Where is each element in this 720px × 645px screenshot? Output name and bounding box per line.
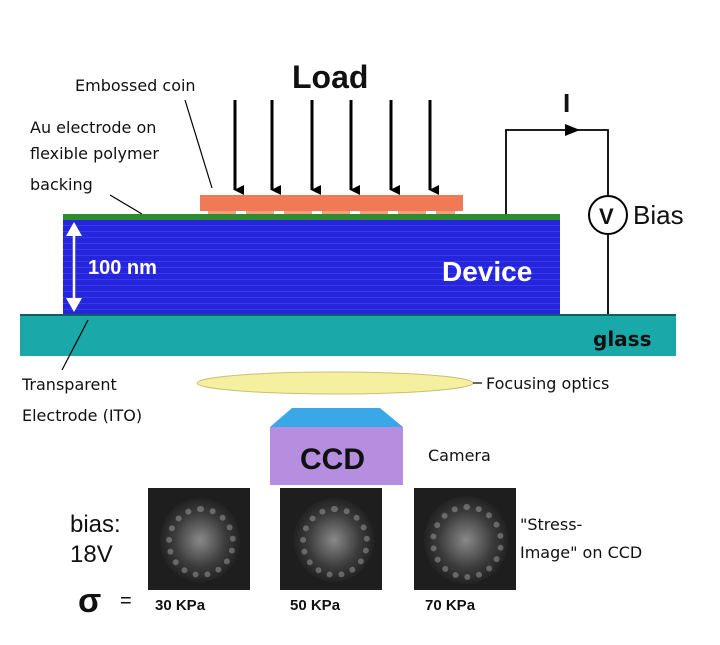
voltmeter-label: V bbox=[599, 204, 614, 229]
focusing-lens bbox=[196, 371, 474, 395]
au-electrode-label-line2: flexible polymer bbox=[30, 144, 159, 163]
pressure-label-3: 70 KPa bbox=[425, 597, 476, 614]
ccd-window bbox=[270, 408, 403, 427]
load-arrows bbox=[233, 100, 439, 195]
stress-image-30kpa bbox=[148, 488, 250, 590]
embossed-coin-label: Embossed coin bbox=[75, 76, 196, 95]
device-layer bbox=[63, 219, 560, 314]
ccd-label: CCD bbox=[300, 443, 365, 476]
bias-value-label-line2: 18V bbox=[70, 541, 113, 568]
thickness-label: 100 nm bbox=[88, 257, 157, 279]
focusing-optics-label: Focusing optics bbox=[486, 374, 609, 393]
stress-image-70kpa bbox=[414, 488, 516, 590]
ccd-sensor bbox=[270, 427, 403, 485]
pressure-label-2: 50 KPa bbox=[290, 597, 341, 614]
bias-value-label-line1: bias: bbox=[70, 511, 121, 538]
sigma-symbol: σ bbox=[78, 582, 101, 620]
stress-image-50kpa bbox=[280, 488, 382, 590]
current-arrow-icon bbox=[565, 124, 580, 136]
au-electrode-label-line1: Au electrode on bbox=[30, 118, 156, 137]
transparent-electrode-label-line2: Electrode (ITO) bbox=[22, 406, 142, 425]
glass-label: glass bbox=[593, 327, 651, 351]
glass-substrate bbox=[20, 314, 676, 356]
bias-label: Bias bbox=[633, 200, 684, 230]
transparent-electrode-pointer bbox=[61, 319, 89, 371]
embossed-coin bbox=[200, 195, 463, 211]
au-electrode-label-line3: backing bbox=[30, 175, 93, 194]
voltmeter-icon bbox=[588, 195, 628, 235]
transparent-electrode-label-line1: Transparent bbox=[21, 375, 117, 394]
current-label: I bbox=[563, 88, 570, 118]
device-label: Device bbox=[442, 256, 532, 287]
stress-image-label-line2: Image" on CCD bbox=[520, 543, 642, 562]
stress-image-label-line1: "Stress- bbox=[520, 515, 582, 534]
bias-circuit bbox=[505, 129, 609, 314]
embossed-coin-pointer bbox=[184, 99, 213, 189]
pressure-label-1: 30 KPa bbox=[155, 597, 206, 614]
au-electrode bbox=[63, 214, 560, 220]
camera-label: Camera bbox=[428, 446, 491, 465]
au-electrode-pointer bbox=[109, 194, 143, 215]
equals-sign: = bbox=[120, 590, 132, 612]
load-label: Load bbox=[292, 59, 368, 95]
thickness-arrow bbox=[66, 222, 82, 312]
